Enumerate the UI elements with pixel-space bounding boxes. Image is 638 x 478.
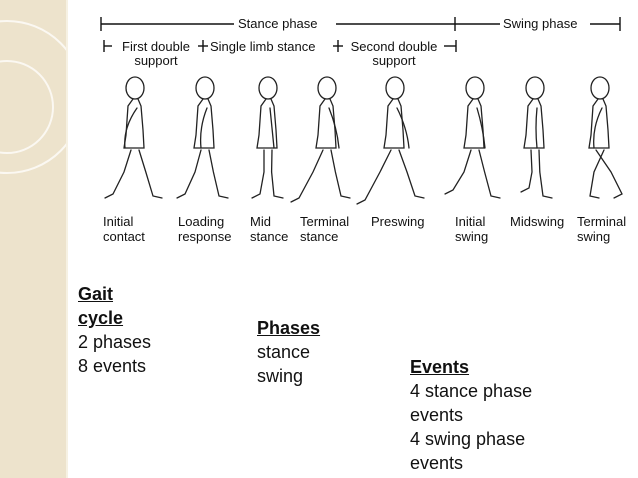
stage-label: Midswing	[510, 214, 564, 229]
stage-label-line2: response	[178, 229, 232, 244]
stage-label-line1: Terminal	[300, 214, 350, 229]
events-title: Events	[410, 357, 470, 377]
events-line4: events	[410, 453, 464, 473]
figure-arm	[269, 107, 275, 149]
figure-arm	[476, 107, 486, 149]
figure-arm	[124, 107, 138, 149]
sidebar-edge	[66, 0, 68, 478]
walking-figure	[356, 76, 425, 205]
walking-figure	[251, 76, 284, 199]
second-double-support-line1: Second double	[350, 39, 438, 54]
figure-torso	[256, 98, 278, 149]
events-line3: 4 swing phase	[410, 429, 526, 449]
stage-label-line2: stance	[250, 229, 289, 244]
events-line2: events	[410, 405, 464, 425]
stage-label-line1: Terminal	[577, 214, 627, 229]
figure-front-leg	[538, 149, 553, 199]
figure-torso	[123, 98, 145, 149]
stage-label-line2: contact	[103, 229, 145, 244]
figure-back-leg	[104, 149, 132, 199]
figure-torso	[523, 98, 545, 149]
gait-cycle-title-line2: cycle	[78, 308, 124, 328]
figure-arm	[593, 107, 603, 149]
figure-back-leg	[176, 149, 202, 199]
gait-cycle-line1: 2 phases	[78, 332, 152, 352]
decorative-sidebar	[0, 0, 68, 478]
gait-cycle-block: Gait cycle 2 phases 8 events	[78, 282, 151, 378]
first-double-support-label: First double support	[114, 40, 198, 68]
phases-title: Phases	[257, 318, 321, 338]
figure-front-leg	[589, 149, 605, 199]
walking-figure	[290, 76, 351, 203]
figure-front-leg	[478, 149, 501, 199]
events-line1: 4 stance phase	[410, 381, 533, 401]
figure-back-leg	[251, 149, 265, 199]
walking-figure	[520, 76, 553, 199]
events-block: Events 4 stance phase events 4 swing pha…	[410, 355, 532, 475]
gait-cycle-title-line1: Gait	[78, 284, 114, 304]
figure-back-leg	[290, 149, 324, 203]
gait-cycle-diagram: Stance phase Swing phase First double su…	[100, 16, 626, 244]
figure-arm	[199, 107, 208, 149]
stage-label-line1: Initial	[103, 214, 134, 229]
figure-back-leg	[520, 149, 533, 193]
figure-back-leg	[595, 149, 623, 199]
walking-figure	[444, 76, 501, 199]
figure-head	[590, 76, 610, 100]
stance-phase-label: Stance phase	[238, 16, 318, 31]
gait-cycle-line2: 8 events	[78, 356, 147, 376]
figure-head	[525, 76, 545, 100]
figure-head	[465, 76, 485, 100]
single-limb-stance-label: Single limb stance	[210, 39, 316, 54]
figure-back-leg	[444, 149, 472, 195]
stage-label-line1: Loading	[178, 214, 225, 229]
walking-figure	[104, 76, 163, 199]
phases-block: Phases stance swing	[257, 316, 320, 388]
stage-label-line2: stance	[300, 229, 339, 244]
swing-phase-label: Swing phase	[503, 16, 578, 31]
stage-label-line1: Mid	[250, 214, 271, 229]
figure-front-leg	[208, 149, 229, 199]
figure-torso	[383, 98, 405, 149]
figure-head	[317, 76, 337, 100]
figure-head	[385, 76, 405, 100]
stage-label: Preswing	[371, 214, 424, 229]
stage-label-line2: swing	[455, 229, 489, 244]
figure-front-leg	[330, 149, 351, 199]
first-double-support-line2: support	[134, 53, 178, 68]
stage-label-line1: Initial	[455, 214, 486, 229]
figure-torso	[315, 98, 337, 149]
figure-arm	[535, 107, 538, 149]
stage-label-line1: Preswing	[371, 214, 425, 229]
figure-torso	[193, 98, 215, 149]
stage-label-line2: swing	[577, 229, 611, 244]
walking-figure	[588, 76, 623, 199]
first-double-support-line1: First double	[122, 39, 190, 54]
walking-figure	[176, 76, 229, 199]
figure-head	[125, 76, 145, 100]
phases-line1: stance	[257, 342, 311, 362]
gait-diagram-svg	[100, 17, 623, 205]
figure-head	[258, 76, 278, 100]
figure-torso	[463, 98, 485, 149]
walking-figures	[104, 76, 623, 205]
figure-arm	[396, 107, 410, 149]
figure-arm	[328, 107, 340, 149]
figure-front-leg	[138, 149, 163, 199]
figure-front-leg	[398, 149, 425, 199]
stage-label-line1: Midswing	[510, 214, 565, 229]
second-double-support-line2: support	[372, 53, 416, 68]
figure-front-leg	[270, 149, 284, 199]
figure-torso	[588, 98, 610, 149]
phases-line2: swing	[257, 366, 304, 386]
figure-back-leg	[356, 149, 392, 205]
second-double-support-label: Second double support	[345, 40, 443, 68]
figure-head	[195, 76, 215, 100]
